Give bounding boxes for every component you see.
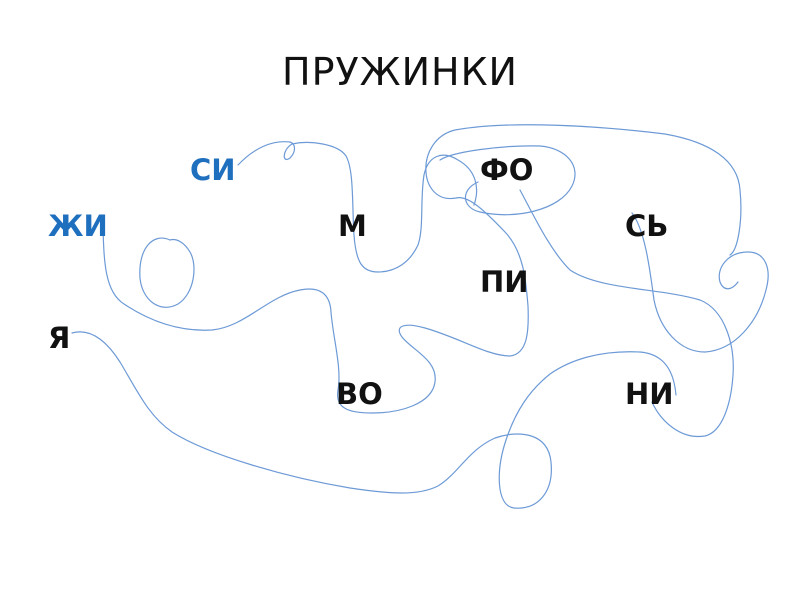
syllable-si: СИ [190,153,236,187]
page-title: ПРУЖИНКИ [282,50,518,94]
line-ya-to-ni [71,331,677,509]
syllable-pi: ПИ [480,265,529,299]
line-si-to-m [237,141,478,273]
syllable-ni: НИ [625,377,674,411]
syllable-zhi: ЖИ [48,209,108,243]
syllable-m: М [338,209,367,243]
line-zhi-loop [139,237,195,308]
line-s-hook [631,212,769,353]
line-fo-loop [439,145,576,216]
line-fo-to-ni [519,189,734,438]
syllable-s-soft: СЬ [625,209,669,243]
syllable-fo: ФО [480,153,534,187]
line-zhi-to-s [102,124,742,414]
syllable-vo: ВО [336,377,383,411]
syllable-ya: Я [48,321,71,355]
